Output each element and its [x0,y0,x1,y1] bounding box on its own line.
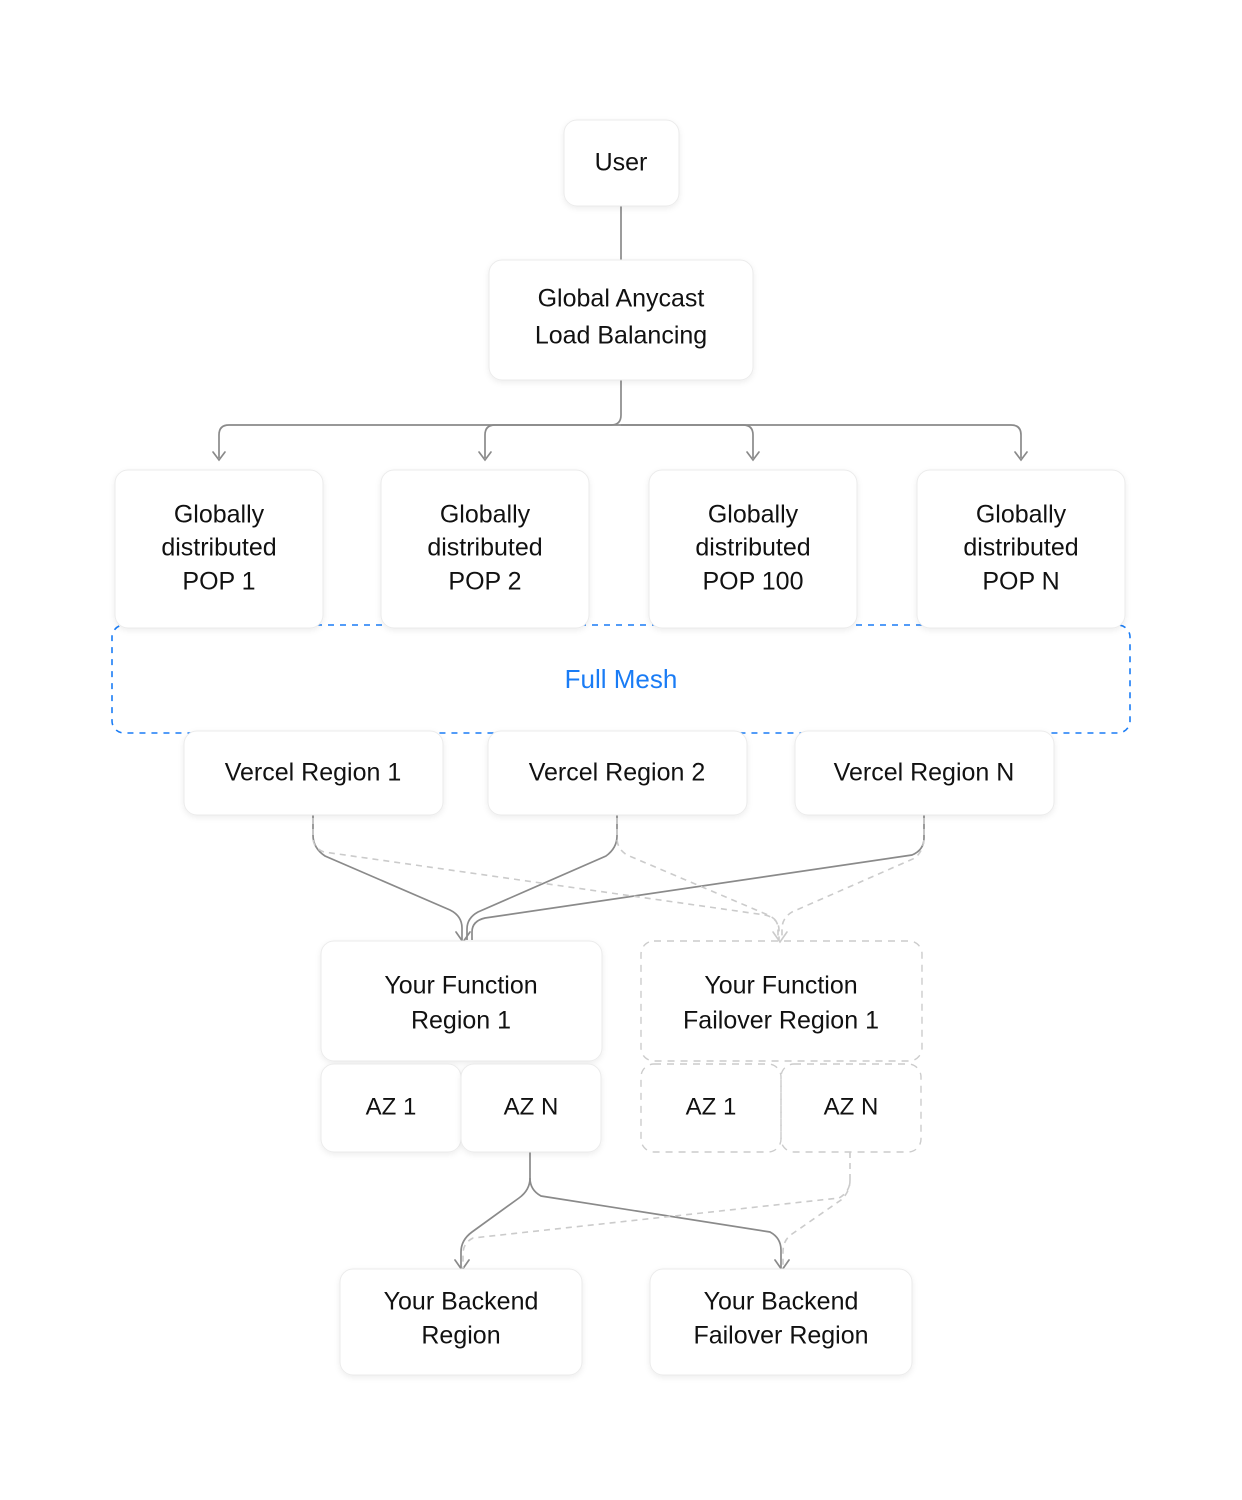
node-function-region-line2: Region 1 [411,1007,511,1035]
node-pop-2-line2: distributed [427,534,542,562]
node-your-backend-failover-region[interactable]: Your Backend Failover Region [649,1268,913,1376]
node-az-1[interactable]: AZ 1 [320,1063,462,1153]
node-pop-100-line3: POP 100 [702,568,803,596]
edge-az-to-backend-regions [454,1152,790,1272]
node-failover-az-1[interactable]: AZ 1 [640,1063,782,1153]
node-pop-100-line1: Globally [708,501,799,529]
node-your-function-region-1[interactable]: Your Function Region 1 [320,940,603,1062]
node-az-n[interactable]: AZ N [460,1063,602,1153]
node-vercel-region-2-label: Vercel Region 2 [529,759,706,787]
edge-load-balancer-to-pops [212,380,1028,462]
node-pop-n[interactable]: Globally distributed POP N [916,469,1126,629]
edge-vercel-regions-to-function-failover-region [312,818,925,944]
node-pop-n-line2: distributed [963,534,1078,562]
node-pop-n-line3: POP N [982,568,1059,596]
full-mesh-label: Full Mesh [565,664,678,694]
node-failover-az-n[interactable]: AZ N [780,1063,922,1153]
node-az-1-label: AZ 1 [366,1093,417,1120]
node-pop-n-line1: Globally [976,501,1067,529]
node-pop-1[interactable]: Globally distributed POP 1 [114,469,324,629]
node-your-backend-region[interactable]: Your Backend Region [339,1268,583,1376]
node-backend-failover-region-line1: Your Backend [704,1288,859,1316]
full-mesh-container: Full Mesh [111,624,1131,734]
node-vercel-region-n-label: Vercel Region N [834,759,1015,787]
node-load-balancer-line1: Global Anycast [538,285,705,313]
node-backend-failover-region-line2: Failover Region [693,1322,868,1350]
edge-failover-az-to-backend-regions [462,1152,851,1268]
node-az-n-label: AZ N [504,1093,559,1120]
node-failover-az-n-label: AZ N [824,1093,879,1120]
node-load-balancer-line2: Load Balancing [535,322,707,350]
node-pop-1-line3: POP 1 [182,568,255,596]
node-vercel-region-n[interactable]: Vercel Region N [794,730,1055,816]
node-user[interactable]: User [563,119,680,207]
node-backend-region-line2: Region [421,1322,500,1350]
node-pop-1-line2: distributed [161,534,276,562]
node-pop-100-line2: distributed [695,534,810,562]
node-pop-2-line3: POP 2 [448,568,521,596]
node-pop-1-line1: Globally [174,501,265,529]
node-global-anycast-load-balancing[interactable]: Global Anycast Load Balancing [488,259,754,381]
node-vercel-region-2[interactable]: Vercel Region 2 [487,730,748,816]
node-user-label: User [595,149,648,177]
node-function-failover-region-line2: Failover Region 1 [683,1007,879,1035]
node-your-function-failover-region-1[interactable]: Your Function Failover Region 1 [640,940,923,1062]
node-function-region-line1: Your Function [384,972,537,1000]
node-pop-100[interactable]: Globally distributed POP 100 [648,469,858,629]
node-function-failover-region-line1: Your Function [704,972,857,1000]
edge-vercel-regions-to-function-region [312,815,925,944]
node-pop-2[interactable]: Globally distributed POP 2 [380,469,590,629]
node-failover-az-1-label: AZ 1 [686,1093,737,1120]
node-vercel-region-1-label: Vercel Region 1 [225,759,402,787]
node-backend-region-line1: Your Backend [384,1288,539,1316]
node-vercel-region-1[interactable]: Vercel Region 1 [183,730,444,816]
node-pop-2-line1: Globally [440,501,531,529]
